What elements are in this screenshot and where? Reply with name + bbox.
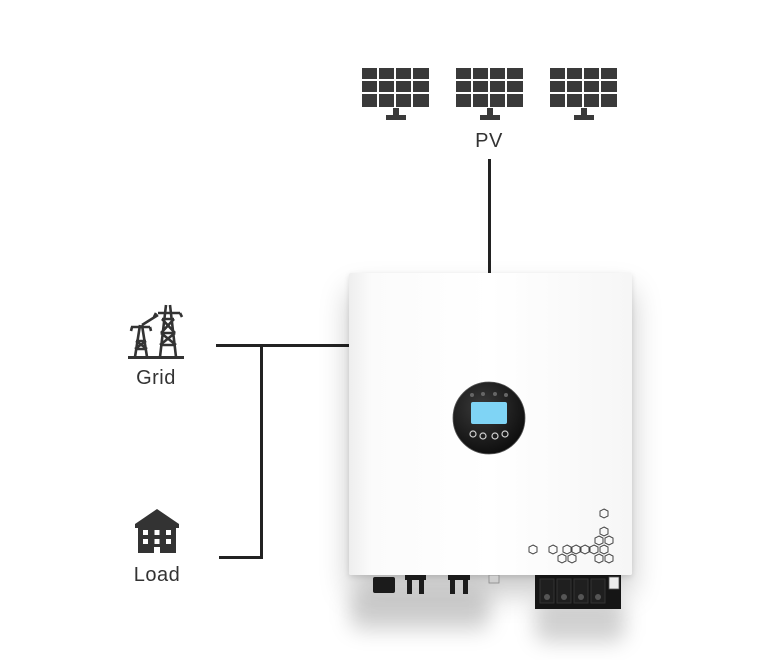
inverter-device xyxy=(349,273,632,575)
control-panel xyxy=(452,381,526,455)
lcd-display xyxy=(471,402,507,424)
dc-connectors xyxy=(373,575,500,594)
solar-panel-icon xyxy=(456,68,523,120)
house-icon xyxy=(135,509,179,553)
hexagon-pattern xyxy=(528,508,614,564)
solar-panel-icon xyxy=(550,68,617,120)
grid-wire xyxy=(216,344,350,347)
solar-panel-icon xyxy=(362,68,429,120)
connector-shadow xyxy=(350,590,490,630)
pv-label: PV xyxy=(475,130,503,152)
load-label: Load xyxy=(133,564,181,586)
pv-wire xyxy=(488,159,491,273)
bus-wire-vertical xyxy=(260,344,263,559)
transmission-tower-icon xyxy=(128,304,184,359)
load-wire xyxy=(219,556,263,559)
ac-terminal-block xyxy=(535,575,621,609)
grid-label: Grid xyxy=(136,367,176,389)
